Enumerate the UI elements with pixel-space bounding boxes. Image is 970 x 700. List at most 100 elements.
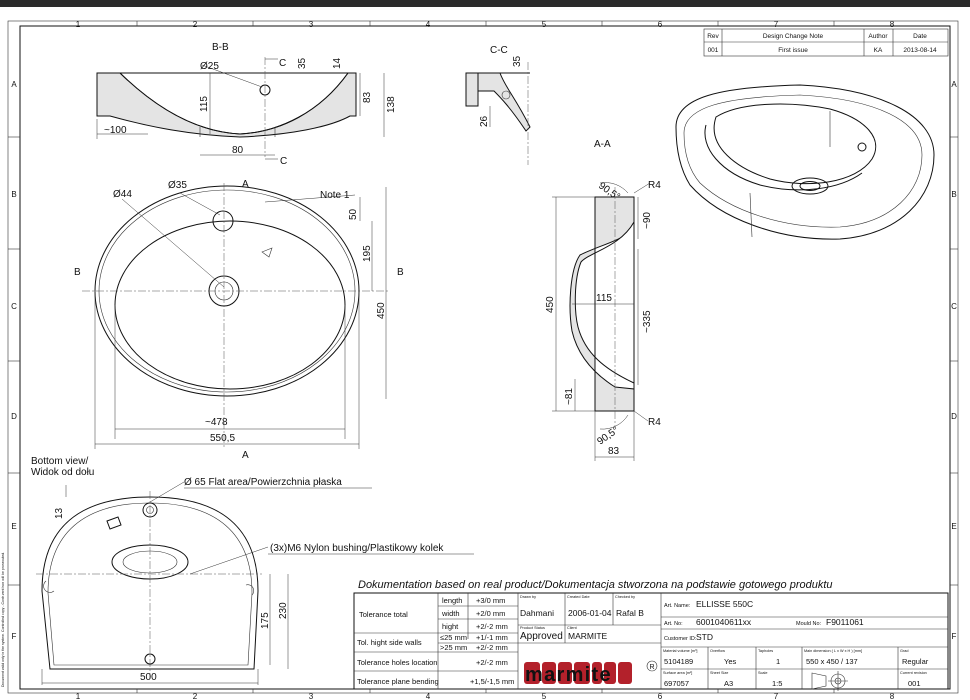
column-label: 8	[890, 20, 895, 29]
product-cell-label: Surface area [m²]	[663, 671, 692, 675]
tolerance-holes-value: +2/-2 mm	[476, 658, 508, 667]
revision-cell: 2013-08-14	[903, 47, 937, 54]
aa-dim-115: 115	[596, 293, 612, 304]
checked-label: Checked by	[615, 595, 635, 599]
projection-symbol-icon	[811, 671, 848, 691]
row-label: A	[11, 80, 17, 89]
bottom-view: Bottom view/ Widok od dołu Ø 65 Flat are…	[31, 456, 474, 685]
row-label: E	[951, 522, 956, 531]
column-label: 7	[774, 20, 779, 29]
revision-table: Rev Design Change Note Author Date 001 F…	[703, 28, 949, 57]
top-cut-b-right: B	[397, 267, 404, 278]
bottom-dim-13: 13	[54, 507, 65, 519]
client-label: Client	[567, 626, 578, 630]
aa-dim-335: ~335	[642, 310, 653, 333]
created-label: Created Date	[567, 595, 590, 599]
mould-no: F9011061	[826, 617, 864, 627]
column-label: 3	[309, 20, 314, 29]
bb-dim-14: 14	[332, 57, 343, 69]
product-cell-label: Sheet Size	[710, 671, 728, 675]
row-label: B	[11, 190, 16, 199]
art-no: 6001040611xx	[696, 617, 752, 627]
tolerance-walls-label: Tol. hight side walls	[357, 638, 422, 647]
drawn-by-label: Drawn by	[520, 595, 536, 599]
section-cc-label: C-C	[490, 45, 508, 56]
row-label: B	[951, 190, 956, 199]
column-label: 5	[542, 692, 547, 700]
tolerance-bending-label: Tolerance plane bending	[357, 677, 439, 686]
product-cell-label: Overflow	[710, 649, 725, 653]
bottom-bushing-note: (3x)M6 Nylon bushing/Plastikowy kolek	[270, 543, 444, 554]
tolerance-total-label: Tolerance total	[359, 610, 408, 619]
top-cut-a-bottom: A	[242, 450, 249, 461]
aa-dim-81: ~81	[564, 388, 575, 405]
status-label: Product Status	[520, 626, 545, 630]
bottom-title-pl: Widok od dołu	[31, 467, 94, 478]
section-aa-label: A-A	[594, 139, 611, 150]
checked-by: Rafal B	[616, 608, 644, 618]
revision-cell: 001	[708, 47, 719, 54]
bb-dim-35: 35	[297, 57, 308, 69]
top-cut-a-top: A	[242, 179, 249, 190]
tolerance-walls-name: ≤25 mm	[440, 633, 467, 642]
customer-id: STD	[696, 632, 713, 642]
top-view: Ø44 Ø35 A A B B Note 1 50 195 450 ~478 5…	[74, 179, 404, 461]
revision-header: Author	[868, 33, 888, 40]
art-name: ELLISSE 550C	[696, 599, 753, 609]
product-cell-label: Current revision	[900, 671, 927, 675]
column-label: 4	[426, 20, 431, 29]
column-label: 1	[76, 692, 81, 700]
created-date: 2006-01-04	[568, 608, 612, 618]
product-cell-label: Scale	[758, 671, 768, 675]
aa-dim-450: 450	[545, 296, 556, 313]
row-label: C	[951, 302, 957, 311]
bb-dim-100: ~100	[104, 125, 127, 136]
customer-id-label: Customer ID:	[664, 636, 697, 642]
bb-dim-80: 80	[232, 145, 244, 156]
column-label: 7	[774, 692, 779, 700]
revision-header: Design Change Note	[763, 33, 824, 40]
product-cell-value: Yes	[724, 657, 736, 666]
product-cell-value: 550 x 450 / 137	[806, 657, 858, 666]
tolerance-bending-value: +1,5/-1,5 mm	[470, 677, 514, 686]
technical-drawing: 1 2 3 4 5 6 7 8 1 2 3 4 5 6 7 8 A B C D …	[1, 20, 959, 700]
bb-cut-c-bottom: C	[280, 156, 287, 167]
side-note: Document valid only in the system. Contr…	[1, 552, 5, 687]
product-cell-label: Tapholes	[758, 649, 773, 653]
revision-header: Rev	[707, 33, 719, 40]
top-dim-5505: 550,5	[210, 433, 235, 444]
column-label: 2	[193, 692, 198, 700]
tolerance-dim-name: hight	[442, 622, 459, 631]
drawn-by: Dahmani	[520, 608, 554, 618]
product-cell-label: Grad	[900, 649, 908, 653]
tolerance-walls-name: >25 mm	[440, 643, 467, 652]
title-block: Tolerance total length +3/0 mm width +2/…	[353, 592, 949, 691]
art-no-label: Art. No:	[664, 621, 683, 627]
top-dim-195: 195	[362, 245, 373, 262]
tolerance-dim-value: +3/0 mm	[476, 596, 505, 605]
column-label: 8	[890, 692, 895, 700]
tolerance-walls-value: +1/-1 mm	[476, 633, 508, 642]
logo-registered-mark: R	[650, 664, 655, 671]
aa-r4-top: R4	[648, 180, 661, 191]
window-top-bar	[0, 0, 970, 7]
bb-hole-dia: Ø25	[200, 61, 219, 72]
revision-cell: First issue	[778, 47, 808, 54]
aa-angle-bottom: 90,5°	[595, 425, 621, 447]
bb-dim-138: 138	[386, 96, 397, 113]
revision-cell: KA	[874, 47, 883, 54]
aa-dim-90: ~90	[642, 212, 653, 229]
tolerance-holes-label: Tolerance holes location	[357, 658, 437, 667]
logo-text: marmite	[525, 664, 612, 686]
product-cell-label: Main dimension ( L x W x H ) [mm]	[804, 649, 862, 653]
bb-cut-c-top: C	[279, 58, 286, 69]
cc-dim-26: 26	[479, 115, 490, 127]
art-name-label: Art. Name:	[664, 603, 691, 609]
tolerance-dim-name: width	[441, 609, 460, 618]
top-cut-b-left: B	[74, 267, 81, 278]
cc-dim-35: 35	[512, 55, 523, 67]
product-cell-value: 5104189	[664, 657, 693, 666]
tolerance-dim-name: length	[442, 596, 462, 605]
bottom-dim-500: 500	[140, 672, 157, 683]
row-label: E	[11, 522, 16, 531]
